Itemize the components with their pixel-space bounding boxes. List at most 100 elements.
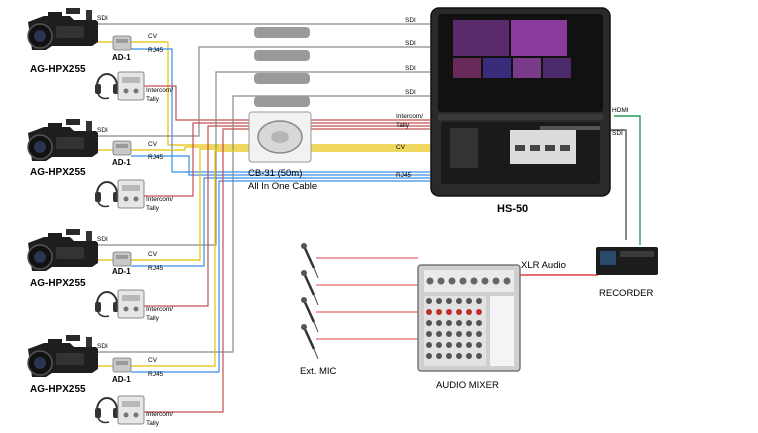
tally-input-label: Tally: [396, 122, 410, 129]
microphones: Ext. MIC: [299, 241, 337, 377]
mixer-knob-icon: [466, 320, 472, 326]
cable-bundles: [254, 27, 310, 107]
mixer-knob-icon: [446, 353, 452, 359]
mixer-knob-icon: [426, 298, 432, 304]
mixer-knob-icon: [503, 277, 511, 285]
rj45-cable: [131, 180, 430, 373]
ad1-converter-icon: [112, 357, 132, 373]
cable-bundle: [254, 50, 310, 61]
audio-mixer: AUDIO MIXER XLR Audio: [417, 260, 566, 391]
cv-label: CV: [148, 33, 158, 40]
sdi-to-recorder-cable: [610, 129, 627, 240]
sdi-input-label: SDI: [405, 65, 416, 72]
rj45-label: RJ45: [148, 371, 164, 378]
cv-cable: [131, 150, 430, 367]
tally-label: Tally: [146, 420, 160, 427]
mixer-knob-icon: [436, 353, 442, 359]
mixer-knob-icon: [436, 331, 442, 337]
mixer-knob-icon: [426, 320, 432, 326]
mixer-knob-icon: [456, 342, 462, 348]
mixer-knob-icon: [426, 277, 434, 285]
headset-icon: [94, 397, 120, 424]
microphone-icon: [299, 322, 320, 361]
switcher-input-labels: SDI SDI SDI SDI Intercom/ Tally CV RJ45 …: [396, 17, 629, 179]
mixer-knob-icon: [466, 331, 472, 337]
intercom-label: Intercom/: [146, 196, 173, 203]
rj45-label: RJ45: [148, 265, 164, 272]
intercom-unit-icon: [117, 71, 145, 101]
camera-label: AG-HPX255: [30, 278, 86, 289]
intercom-label: Intercom/: [146, 411, 173, 418]
camcorder-icon: [27, 228, 99, 272]
ad1-converter-icon: [112, 35, 132, 51]
mixer-knob-icon: [456, 331, 462, 337]
mixer-knob-icon: [492, 277, 500, 285]
recorder: RECORDER: [596, 247, 658, 299]
headset-icon: [94, 181, 120, 208]
intercom-unit-icon: [117, 179, 145, 209]
intercom-label: Intercom/: [146, 87, 173, 94]
sdi-input-label: SDI: [405, 17, 416, 24]
ad1-converter-icon: [112, 140, 132, 156]
mixer-knob-icon: [466, 342, 472, 348]
rj45-label: RJ45: [148, 154, 164, 161]
mixer-output-label: XLR Audio: [521, 260, 566, 271]
camera-label: AG-HPX255: [30, 167, 86, 178]
ad1-label: AD-1: [112, 267, 131, 276]
intercom-unit-icon: [117, 395, 145, 425]
mixer-knob-icon: [436, 309, 442, 315]
hs50-switcher: HS-50: [430, 7, 611, 215]
mixer-knob-icon: [466, 353, 472, 359]
headset-icon: [94, 73, 120, 100]
intercom-label: Intercom/: [146, 306, 173, 313]
mixer-knob-icon: [437, 277, 445, 285]
cable-bundle: [254, 73, 310, 84]
intercom-cable: [144, 128, 430, 413]
cv-label: CV: [148, 141, 158, 148]
mixer-knob-icon: [446, 309, 452, 315]
hdmi-cable: [614, 115, 641, 245]
cable-description: All In One Cable: [248, 181, 317, 192]
camera-label: AG-HPX255: [30, 64, 86, 75]
cv-label: CV: [148, 357, 158, 364]
ad1-label: AD-1: [112, 53, 131, 62]
mixer-knob-icon: [476, 331, 482, 337]
intercom-unit-icon: [117, 289, 145, 319]
switcher-label: HS-50: [497, 203, 528, 215]
mixer-knob-icon: [476, 342, 482, 348]
cv-input-label: CV: [396, 144, 406, 151]
intercom-cable: [144, 125, 430, 307]
mixer-knob-icon: [446, 331, 452, 337]
camcorder-icon: [27, 118, 99, 162]
preview-screen-2: [511, 20, 567, 56]
tally-label: Tally: [146, 96, 160, 103]
rj45-label: RJ45: [148, 47, 164, 54]
sdi-cable: [98, 46, 430, 137]
sdi-cable: [98, 71, 430, 246]
mixer-knob-icon: [426, 342, 432, 348]
intercom-input-label: Intercom/: [396, 113, 423, 120]
mixer-knob-icon: [426, 309, 432, 315]
hdmi-label: HDMI: [612, 107, 629, 114]
sdi-label: SDI: [97, 236, 108, 243]
preview-screen-5: [513, 58, 541, 78]
rj45-input-label: RJ45: [396, 172, 412, 179]
tally-label: Tally: [146, 315, 160, 322]
sdi-label: SDI: [97, 127, 108, 134]
mixer-knob-icon: [476, 320, 482, 326]
mixer-knob-icon: [448, 277, 456, 285]
cable-bundle: [254, 27, 310, 38]
sdi-cable: [98, 95, 430, 353]
camera-label: AG-HPX255: [30, 384, 86, 395]
mixer-knob-icon: [459, 277, 467, 285]
ad1-converter-icon: [112, 251, 132, 267]
mixer-knob-icon: [470, 277, 478, 285]
headset-icon: [94, 291, 120, 318]
mixer-knob-icon: [476, 353, 482, 359]
mixer-knob-icon: [446, 342, 452, 348]
camcorder-icon: [27, 7, 99, 51]
mixer-knob-icon: [436, 320, 442, 326]
mixer-knob-icon: [426, 353, 432, 359]
mixer-knob-icon: [436, 342, 442, 348]
sdi-output-label: SDI: [612, 130, 623, 137]
